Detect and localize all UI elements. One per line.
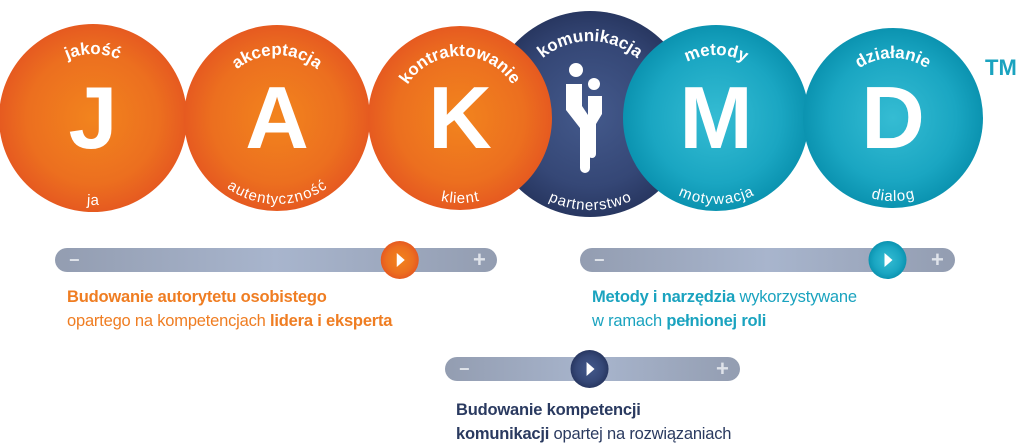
description-line: komunikacji opartej na rozwiązaniach <box>456 422 731 446</box>
circle-bg <box>803 28 983 208</box>
text-segment: opartego na kompetencjach <box>67 312 271 330</box>
emphasis-text: pełnionej roli <box>666 312 767 330</box>
sliders: −+−+−+ <box>55 241 955 388</box>
description-line: Metody i narzędzia wykorzystywane <box>592 285 857 309</box>
emphasis-text: lidera i eksperta <box>270 312 393 330</box>
people-icon <box>566 63 602 173</box>
circle-letter: K <box>428 68 492 167</box>
play-icon <box>884 253 893 267</box>
description-autorytet: Budowanie autorytetu osobistego opartego … <box>67 285 392 333</box>
description-line: Budowanie autorytetu osobistego <box>67 285 392 309</box>
slider-knob[interactable] <box>570 350 609 388</box>
text-segment: w ramach <box>592 312 667 330</box>
minus-icon[interactable]: − <box>594 250 605 270</box>
circle-letter: A <box>245 68 309 167</box>
description-komunikacja: Budowanie kompetencji komunikacji opartej… <box>456 398 731 446</box>
emphasis-text: Metody i narzędzia <box>592 288 736 306</box>
emphasis-text: komunikacji <box>456 425 550 443</box>
minus-icon[interactable]: − <box>69 250 80 270</box>
slider-komunikacja[interactable]: −+ <box>445 350 740 388</box>
description-line: w ramach pełnionej roli <box>592 309 857 333</box>
play-icon <box>396 253 405 267</box>
emphasis-text: Budowanie kompetencji <box>456 401 641 419</box>
circle-letter: D <box>861 68 925 167</box>
trademark: TM <box>985 55 1017 80</box>
circle-bottom-label: ja <box>85 192 99 209</box>
emphasis-text: Budowanie autorytetu osobistego <box>67 288 327 306</box>
slider-knob[interactable] <box>868 241 907 279</box>
circles-row: komunikacjapartnerstwojakośćjaJakceptacj… <box>0 11 983 217</box>
text-segment: wykorzystywane <box>735 288 857 306</box>
bottom-label-text: ja <box>85 192 99 209</box>
slider-knob[interactable] <box>380 241 419 279</box>
plus-icon[interactable]: + <box>473 247 486 272</box>
circle-bg <box>623 25 809 211</box>
slider-track[interactable] <box>55 248 497 272</box>
plus-icon[interactable]: + <box>931 247 944 272</box>
bottom-label-text: klient <box>440 188 481 207</box>
circle-bottom-label: klient <box>440 188 481 207</box>
description-line: Budowanie kompetencji <box>456 398 731 422</box>
plus-icon[interactable]: + <box>716 356 729 381</box>
description-line: opartego na kompetencjach lidera i ekspe… <box>67 309 392 333</box>
circle-letter: J <box>69 68 118 167</box>
circle-bg <box>368 26 552 210</box>
circle-letter: M <box>679 68 752 167</box>
slider-track[interactable] <box>580 248 955 272</box>
slider-metody[interactable]: −+ <box>580 241 955 279</box>
text-segment: opartej na rozwiązaniach <box>549 425 732 443</box>
play-icon <box>586 362 595 376</box>
circle-bg <box>0 24 187 212</box>
circle-bg <box>184 25 370 211</box>
slider-autorytet[interactable]: −+ <box>55 241 497 279</box>
minus-icon[interactable]: − <box>459 359 470 379</box>
